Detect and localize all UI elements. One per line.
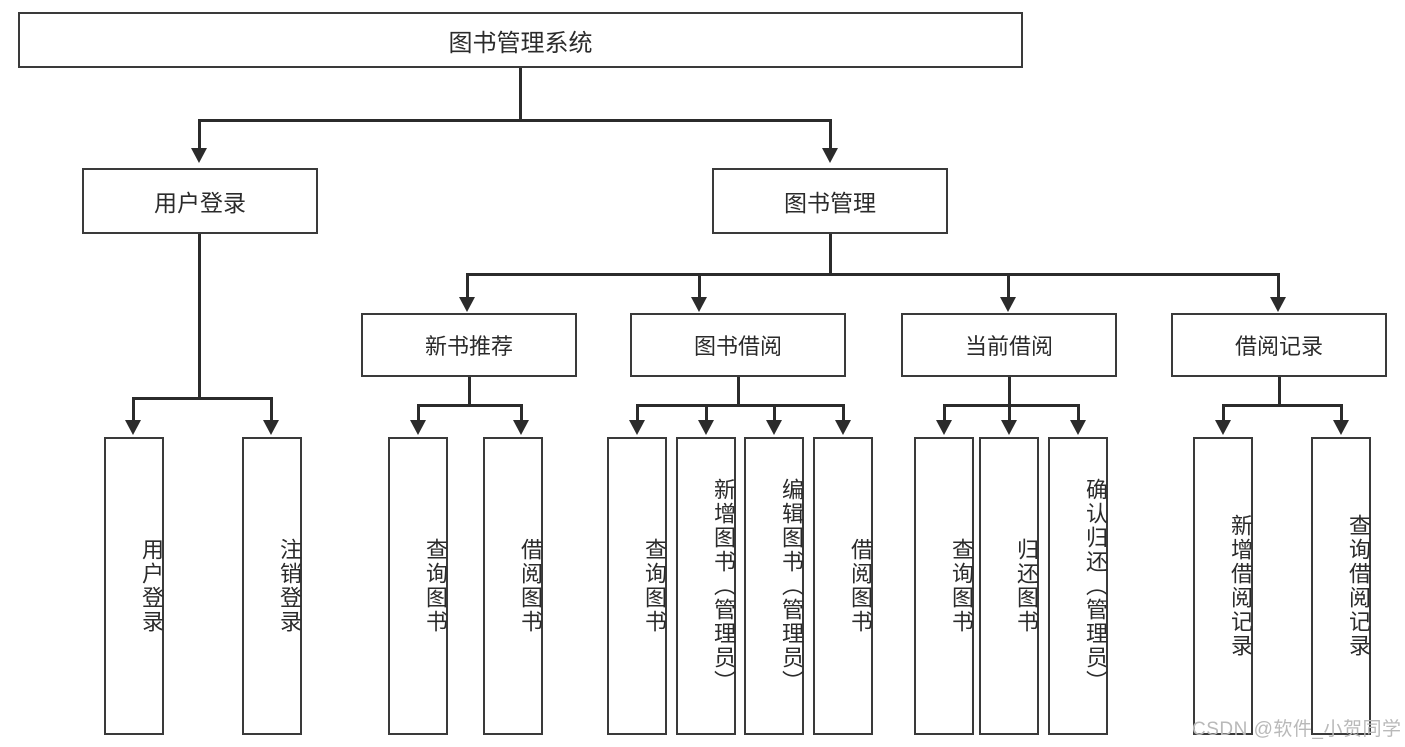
node-leaf-confirm-return[interactable]: 确认归还（管理员） (1048, 437, 1108, 735)
node-leaf-borrow-book[interactable]: 借阅图书 (813, 437, 873, 735)
arrowhead-bb-leaf-1 (629, 420, 645, 435)
arrowhead-root-to-book-manage (822, 148, 838, 163)
node-leaf-add-book-label: 新增图书（管理员） (711, 478, 736, 694)
node-leaf-borrow-book-recommend[interactable]: 借阅图书 (483, 437, 543, 735)
arrowhead-bm-to-new-book-recommend (459, 297, 475, 312)
connector-book-manage-trunk (829, 234, 832, 274)
connector-br-trunk (1278, 377, 1281, 405)
node-leaf-edit-book[interactable]: 编辑图书（管理员） (744, 437, 804, 735)
node-leaf-add-book[interactable]: 新增图书（管理员） (676, 437, 736, 735)
connector-user-login-trunk (198, 234, 201, 398)
node-leaf-query-book-borrow-label: 查询图书 (642, 538, 667, 634)
connector-root-to-user-login (198, 119, 201, 149)
arrowhead-bm-to-current-borrow (1000, 297, 1016, 312)
node-leaf-user-logout[interactable]: 注销登录 (242, 437, 302, 735)
arrowhead-bb-leaf-2 (698, 420, 714, 435)
node-leaf-query-book-borrow[interactable]: 查询图书 (607, 437, 667, 735)
node-book-manage[interactable]: 图书管理 (712, 168, 948, 234)
connector-bb-trunk (737, 377, 740, 405)
arrowhead-user-login-leaf-2 (263, 420, 279, 435)
node-root-label: 图书管理系统 (448, 29, 593, 57)
node-book-manage-label: 图书管理 (784, 190, 876, 216)
connector-br-bus (1222, 404, 1341, 407)
arrowhead-bm-to-borrow-record (1270, 297, 1286, 312)
arrowhead-nbr-leaf-2 (513, 420, 529, 435)
node-leaf-query-record[interactable]: 查询借阅记录 (1311, 437, 1371, 735)
arrowhead-root-to-user-login (191, 148, 207, 163)
arrowhead-br-leaf-1 (1215, 420, 1231, 435)
connector-root-bus (198, 119, 831, 122)
connector-root-trunk (519, 68, 522, 120)
node-leaf-query-book-recommend-label: 查询图书 (423, 538, 448, 634)
node-borrow-record-label: 借阅记录 (1234, 334, 1323, 359)
connector-bm-drop-2 (698, 273, 701, 299)
connector-nbr-drop-2 (520, 404, 523, 422)
arrowhead-bm-to-book-borrow (691, 297, 707, 312)
arrowhead-user-login-leaf-1 (125, 420, 141, 435)
connector-bm-drop-3 (1007, 273, 1010, 299)
node-leaf-borrow-book-recommend-label: 借阅图书 (518, 538, 543, 634)
connector-user-login-drop-2 (270, 397, 273, 422)
arrowhead-cb-leaf-2 (1001, 420, 1017, 435)
node-user-login[interactable]: 用户登录 (82, 168, 318, 234)
csdn-watermark: CSDN @软件_小贺同学 (1192, 719, 1402, 740)
arrowhead-bb-leaf-4 (835, 420, 851, 435)
arrowhead-cb-leaf-3 (1070, 420, 1086, 435)
connector-cb-drop-3 (1077, 404, 1080, 422)
connector-book-manage-bus (466, 273, 1279, 276)
connector-nbr-trunk (468, 377, 471, 405)
node-book-borrow-label: 图书借阅 (693, 334, 782, 359)
connector-cb-drop-1 (943, 404, 946, 422)
connector-bm-drop-4 (1277, 273, 1280, 299)
connector-cb-drop-2 (1008, 404, 1011, 422)
node-current-borrow[interactable]: 当前借阅 (901, 313, 1117, 377)
connector-cb-trunk (1008, 377, 1011, 405)
arrowhead-cb-leaf-1 (936, 420, 952, 435)
arrowhead-bb-leaf-3 (766, 420, 782, 435)
connector-bm-drop-1 (466, 273, 469, 299)
arrowhead-br-leaf-2 (1333, 420, 1349, 435)
node-leaf-add-record[interactable]: 新增借阅记录 (1193, 437, 1253, 735)
node-leaf-user-login[interactable]: 用户登录 (104, 437, 164, 735)
node-leaf-query-book-current-label: 查询图书 (949, 538, 974, 634)
connector-bb-drop-3 (773, 404, 776, 422)
connector-bb-drop-4 (842, 404, 845, 422)
node-new-book-recommend[interactable]: 新书推荐 (361, 313, 577, 377)
node-user-login-label: 用户登录 (154, 190, 246, 216)
node-leaf-add-record-label: 新增借阅记录 (1228, 514, 1253, 658)
node-leaf-user-login-label: 用户登录 (139, 538, 164, 634)
node-leaf-return-book-label: 归还图书 (1014, 538, 1039, 634)
connector-nbr-drop-1 (417, 404, 420, 422)
connector-bb-bus (636, 404, 844, 407)
node-root[interactable]: 图书管理系统 (18, 12, 1023, 68)
node-leaf-edit-book-label: 编辑图书（管理员） (779, 478, 804, 694)
node-borrow-record[interactable]: 借阅记录 (1171, 313, 1387, 377)
node-leaf-query-record-label: 查询借阅记录 (1346, 514, 1371, 658)
node-leaf-query-book-recommend[interactable]: 查询图书 (388, 437, 448, 735)
node-leaf-return-book[interactable]: 归还图书 (979, 437, 1039, 735)
connector-root-to-book-manage (829, 119, 832, 149)
node-leaf-borrow-book-label: 借阅图书 (848, 538, 873, 634)
connector-cb-bus (943, 404, 1079, 407)
connector-bb-drop-2 (705, 404, 708, 422)
arrowhead-nbr-leaf-1 (410, 420, 426, 435)
connector-user-login-bus (132, 397, 272, 400)
node-book-borrow[interactable]: 图书借阅 (630, 313, 846, 377)
connector-br-drop-1 (1222, 404, 1225, 422)
connector-br-drop-2 (1340, 404, 1343, 422)
node-current-borrow-label: 当前借阅 (964, 334, 1053, 359)
node-leaf-confirm-return-label: 确认归还（管理员） (1083, 478, 1108, 694)
node-leaf-query-book-current[interactable]: 查询图书 (914, 437, 974, 735)
connector-nbr-bus (417, 404, 522, 407)
connector-bb-drop-1 (636, 404, 639, 422)
node-leaf-user-logout-label: 注销登录 (277, 538, 302, 634)
connector-user-login-drop-1 (132, 397, 135, 422)
node-new-book-recommend-label: 新书推荐 (424, 334, 513, 359)
